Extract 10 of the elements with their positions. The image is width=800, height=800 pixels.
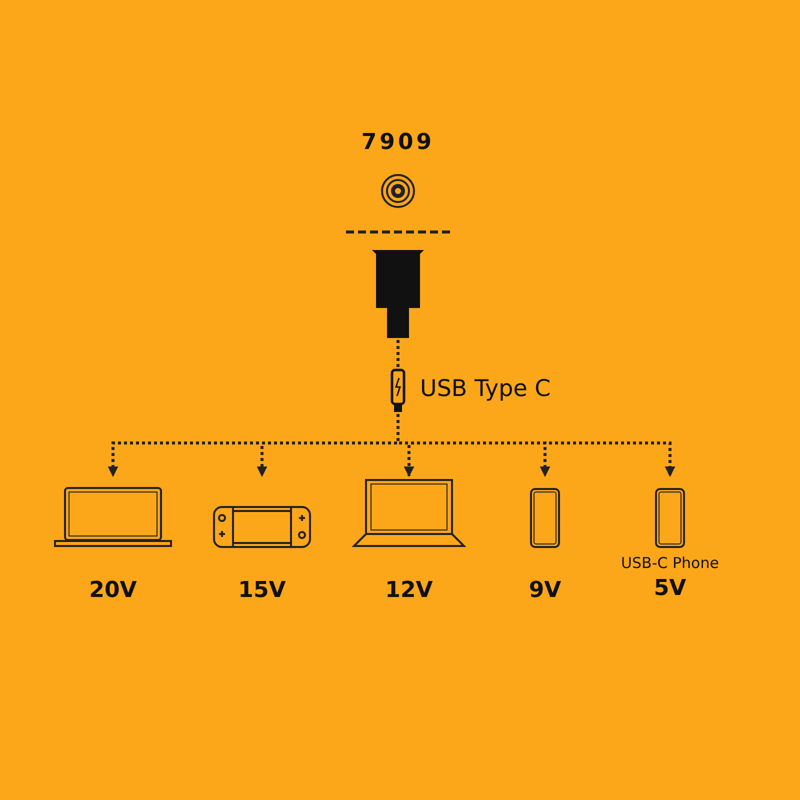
voltage-label: 9V xyxy=(528,578,562,603)
connector-label: USB Type C xyxy=(420,376,551,402)
model-number: 7909 xyxy=(361,130,435,155)
device-label: USB-C Phone xyxy=(621,554,719,572)
dotted-line xyxy=(396,340,400,368)
voltage-label: 20V xyxy=(89,578,137,603)
voltage-label: 12V xyxy=(385,578,433,603)
voltage-label: 15V xyxy=(238,578,286,603)
dotted-arrow xyxy=(396,414,676,478)
voltage-label: 5V xyxy=(654,576,686,601)
